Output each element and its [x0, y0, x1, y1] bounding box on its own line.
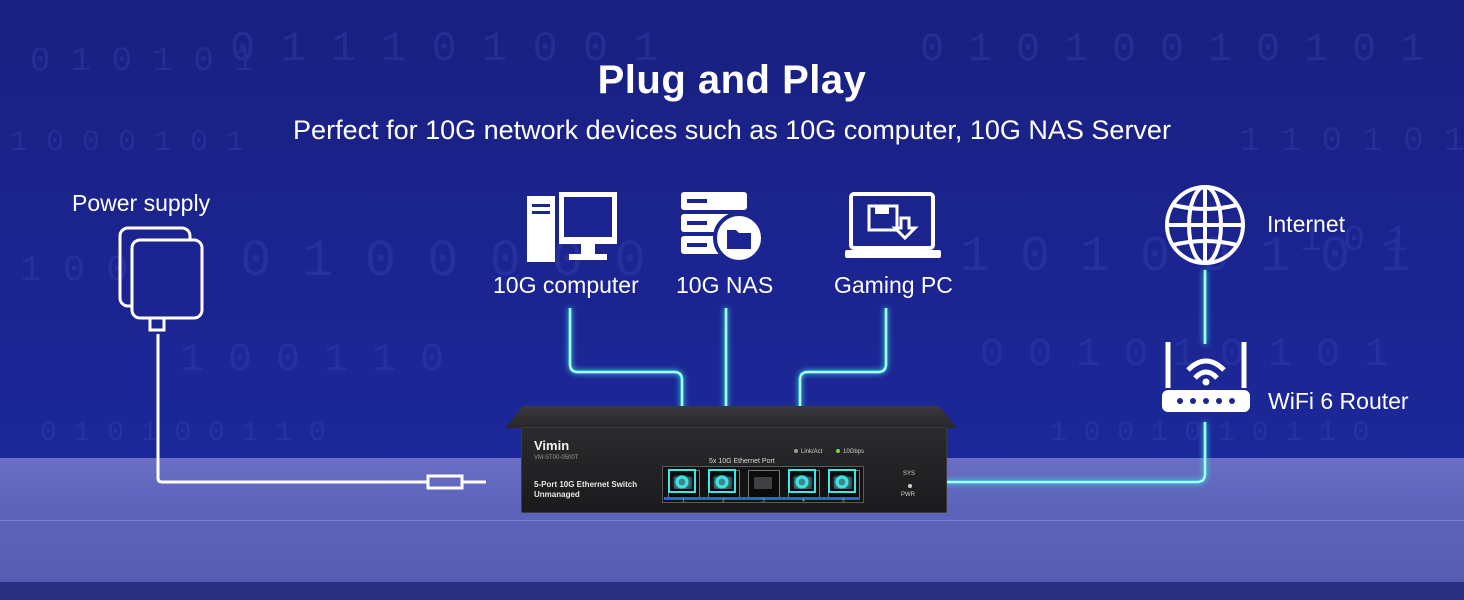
page-title: Plug and Play [597, 58, 867, 102]
port-number: 5 [842, 498, 845, 504]
switch-brand: Vimin [534, 438, 570, 453]
port-number: 4 [802, 498, 805, 504]
led-link-label: Link/Act [801, 449, 823, 455]
computer-label: 10G computer [493, 272, 639, 298]
port-number: 3 [762, 498, 765, 504]
led-link-dot [794, 449, 798, 454]
led-speed-legend: 10Gbps [836, 449, 864, 455]
nas-label: 10G NAS [676, 272, 774, 298]
desk-shelf-bottom [0, 582, 1464, 600]
desktop-computer-icon [527, 192, 617, 262]
gaming-pc-label: Gaming PC [834, 272, 953, 298]
desk-shelf-edge [0, 520, 1464, 583]
router-label: WiFi 6 Router [1268, 388, 1409, 414]
power-adapter-icon [118, 226, 204, 332]
led-speed-dot [836, 449, 840, 454]
port-title: 5x 10G Ethernet Port [709, 458, 775, 465]
switch-description: 5-Port 10G Ethernet Switch [534, 480, 638, 489]
switch-top-panel [505, 406, 957, 428]
nas-server-icon [681, 192, 765, 264]
port-3[interactable] [748, 470, 780, 498]
page-subtitle: Perfect for 10G network devices such as … [293, 115, 1171, 145]
wifi-router-icon [1162, 342, 1250, 412]
port-number: 2 [722, 498, 725, 504]
switch-model: VM-ST00-0500T [534, 455, 579, 461]
internet-globe-icon [1165, 185, 1245, 265]
sys-led [908, 484, 912, 488]
led-speed-label: 10Gbps [843, 449, 865, 455]
internet-label: Internet [1267, 211, 1345, 237]
gaming-laptop-icon [845, 192, 941, 258]
led-link-legend: Link/Act [794, 449, 822, 455]
power-supply-label: Power supply [72, 190, 211, 216]
power-cable [156, 334, 486, 490]
pwr-label: PWR [901, 492, 915, 498]
switch-type: Unmanaged [534, 490, 580, 499]
port-number: 1 [682, 498, 685, 504]
port-base-strip [664, 497, 860, 500]
sys-label: SYS [903, 471, 916, 477]
